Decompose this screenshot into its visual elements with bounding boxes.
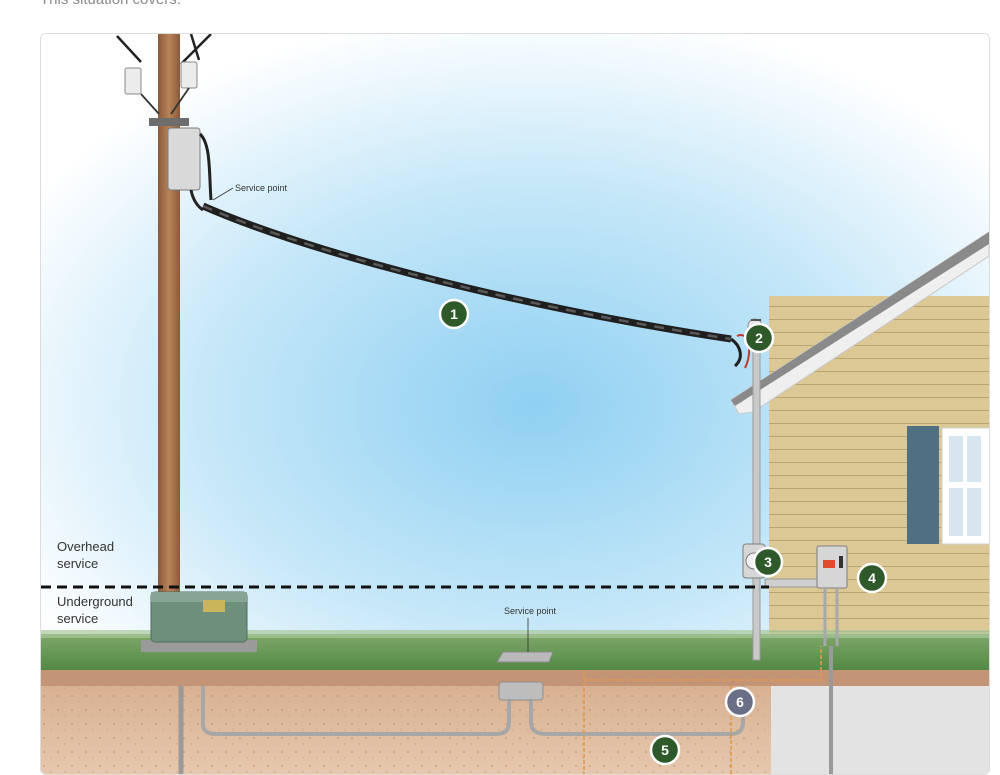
service-point-label-top: Service point bbox=[235, 183, 288, 193]
service-drop-cable bbox=[201, 202, 751, 369]
svg-text:1: 1 bbox=[450, 306, 458, 322]
overhead-service-label: Overhead service bbox=[57, 539, 118, 571]
service-diagram: Service point Service point Ov bbox=[41, 34, 989, 774]
marker-5[interactable]: 5 bbox=[649, 734, 681, 766]
window-shutter bbox=[907, 426, 939, 544]
pole-insulator-left bbox=[124, 67, 142, 95]
service-point-pointer-top bbox=[212, 187, 234, 201]
pole-meter-box bbox=[167, 127, 201, 191]
disconnect-panel bbox=[816, 545, 848, 589]
svg-text:5: 5 bbox=[661, 742, 669, 758]
svg-text:6: 6 bbox=[736, 694, 744, 710]
marker-1[interactable]: 1 bbox=[438, 298, 470, 330]
intro-text: This situation covers: bbox=[40, 0, 181, 8]
underground-conduit bbox=[178, 646, 833, 774]
panel-conduit bbox=[823, 588, 839, 646]
marker-4[interactable]: 4 bbox=[856, 562, 888, 594]
svg-text:3: 3 bbox=[764, 554, 772, 570]
service-point-pedestal bbox=[496, 651, 554, 663]
utility-pole bbox=[116, 34, 213, 594]
marker-3[interactable]: 3 bbox=[752, 546, 784, 578]
pad-mounted-transformer bbox=[141, 591, 257, 652]
svg-text:2: 2 bbox=[755, 330, 763, 346]
svg-text:4: 4 bbox=[868, 570, 876, 586]
pole-insulator-right bbox=[180, 61, 198, 89]
soil-top-band bbox=[41, 670, 989, 686]
service-diagram-frame: Service point Service point Ov bbox=[40, 33, 990, 775]
service-point-label-bottom: Service point bbox=[504, 606, 557, 616]
underground-service-label: Underground service bbox=[57, 594, 137, 626]
marker-2[interactable]: 2 bbox=[743, 322, 775, 354]
marker-6[interactable]: 6 bbox=[724, 686, 756, 718]
